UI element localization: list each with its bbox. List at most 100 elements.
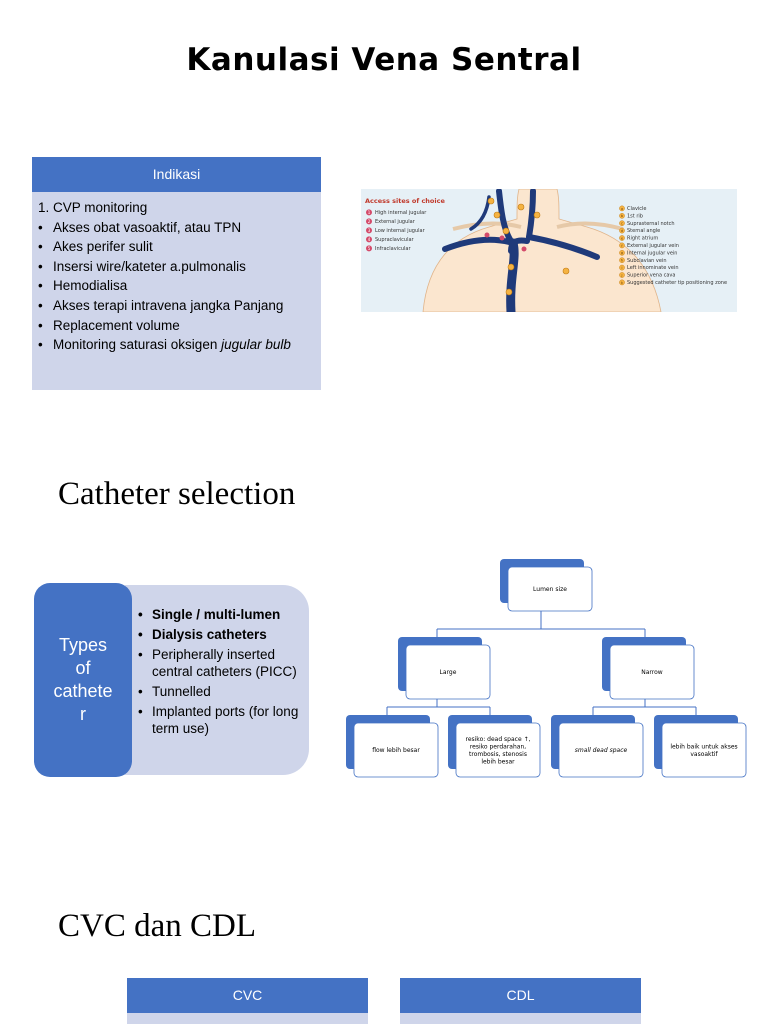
node-label: Narrow <box>641 669 663 676</box>
indikasi-item-text: Akes perifer sulit <box>53 239 153 255</box>
legend-marker-label: f <box>621 244 623 248</box>
indikasi-item: •Insersi wire/kateter a.pulmonalis <box>38 259 317 275</box>
legend-marker-label: c <box>621 222 623 226</box>
indikasi-item-text: Replacement volume <box>53 317 180 333</box>
types-item: •Single / multi-lumen <box>138 606 308 623</box>
legend-marker-label: 2 <box>368 219 371 224</box>
cvc-table: CVC <box>127 978 368 1024</box>
types-item: •Tunnelled <box>138 683 308 700</box>
indikasi-header: Indikasi <box>32 157 321 192</box>
legend-label: Sternal angle <box>627 228 660 234</box>
legend-marker <box>366 245 372 252</box>
legend-label: External jugular vein <box>627 243 679 249</box>
node-label: Large <box>440 669 457 676</box>
node-box <box>455 722 541 778</box>
types-label-line: cathete <box>53 681 113 701</box>
legend-label: Subclavian vein <box>627 258 666 264</box>
types-item-text: Peripherally inserted central catheters … <box>152 647 297 679</box>
indikasi-item: •Hemodialisa <box>38 278 317 294</box>
types-item: • Implanted ports (for long term use) <box>138 703 308 737</box>
diagram-node-root: Lumen size <box>500 559 593 612</box>
node-box <box>507 566 593 612</box>
legend-marker-label: h <box>621 259 623 263</box>
indikasi-item: • Replacement volume <box>38 318 317 334</box>
legend-marker <box>619 220 625 227</box>
legend-marker-label: 5 <box>368 246 371 251</box>
diagram-node-leaf3: small dead space <box>551 715 644 778</box>
legend-label: Internal jugular vein <box>627 250 677 256</box>
legend-marker <box>366 227 372 234</box>
legend-label: 1st rib <box>627 213 643 219</box>
legend-label: Suprasternal notch <box>627 221 675 227</box>
types-item: • Peripherally inserted central catheters… <box>138 646 308 680</box>
legend-marker-label: j <box>621 273 623 277</box>
list-marker: • <box>138 607 143 622</box>
legend-marker <box>619 250 625 256</box>
list-marker: • <box>138 647 143 662</box>
types-label-line: r <box>80 704 86 724</box>
types-label-box: Types of cathete r <box>34 583 132 777</box>
legend-marker <box>619 279 625 286</box>
legend-marker-label: i <box>622 266 623 270</box>
diagram-node-large: Large <box>398 637 491 700</box>
cvc-header: CVC <box>127 978 368 1013</box>
legend-marker-label: g <box>621 251 623 255</box>
node-label: resiko perdarahan, <box>470 744 526 751</box>
node-label: lebih besar <box>481 758 515 765</box>
indikasi-item: •Akses terapi intravena jangka Panjang <box>38 298 317 314</box>
legend-label: Supraclavicular <box>375 237 415 243</box>
list-marker: • <box>138 704 143 719</box>
cdl-table: CDL <box>400 978 641 1024</box>
types-list-panel <box>125 585 309 775</box>
node-label: Lumen size <box>533 586 567 593</box>
types-label-line: of <box>75 658 91 678</box>
legend-marker-label: e <box>621 236 623 240</box>
legend-marker-label: 3 <box>368 228 371 233</box>
indikasi-item-text: CVP monitoring <box>53 200 148 215</box>
list-marker: • <box>38 297 43 313</box>
diagram-node-leaf1: flow lebih besar <box>346 715 439 778</box>
list-marker: • <box>38 278 43 294</box>
legend-marker <box>366 209 372 216</box>
legend-marker-label: b <box>621 214 623 218</box>
figure-title: Access sites of choice <box>365 197 445 205</box>
indikasi-item: • Akses obat vasoaktif, atau TPN <box>38 220 317 236</box>
types-item: • Dialysis catheters <box>138 626 308 643</box>
indikasi-item-italic: jugular bulb <box>221 337 291 353</box>
indikasi-item: •Akes perifer sulit <box>38 239 317 255</box>
types-list: •Single / multi-lumen•Dialysis catheters… <box>138 606 308 740</box>
diagram-node-narrow: Narrow <box>602 637 695 700</box>
indikasi-item: 1.CVP monitoring <box>38 200 317 216</box>
node-label: small dead space <box>575 747 628 754</box>
section-heading-catheter-selection: Catheter selection <box>58 476 296 512</box>
legend-label: Left innominate vein <box>627 265 679 271</box>
list-marker: • <box>138 627 143 642</box>
legend-label: Low internal jugular <box>375 228 426 234</box>
legend-marker <box>619 227 625 234</box>
legend-label: Superior vena cava <box>627 273 675 279</box>
indikasi-panel: Indikasi 1.CVP monitoring • Akses obat vas… <box>32 157 321 390</box>
list-marker: • <box>38 317 43 333</box>
node-box <box>609 644 695 700</box>
list-marker: • <box>138 684 143 699</box>
types-item-text: Implanted ports (for long term use) <box>152 704 299 736</box>
node-box <box>405 644 491 700</box>
legend-marker-label: k <box>621 281 623 285</box>
legend-label: Right atrium <box>627 236 658 242</box>
types-item-text: Dialysis catheters <box>152 627 267 642</box>
list-marker: 1. <box>38 200 50 215</box>
indikasi-item-text: Monitoring saturasi oksigen <box>53 337 222 353</box>
legend-marker <box>619 212 625 219</box>
node-box <box>661 722 747 778</box>
page-title: Kanulasi Vena Sentral <box>186 42 582 78</box>
legend-marker <box>619 242 625 249</box>
indikasi-item-text: Akses obat vasoaktif, atau TPN <box>53 219 242 235</box>
legend-marker <box>619 205 625 212</box>
legend-marker <box>619 272 625 278</box>
legend-marker-label: d <box>621 229 623 233</box>
list-marker: • <box>38 219 43 235</box>
legend-marker <box>619 235 625 241</box>
indikasi-item-text: Insersi wire/kateter a.pulmonalis <box>53 258 246 274</box>
